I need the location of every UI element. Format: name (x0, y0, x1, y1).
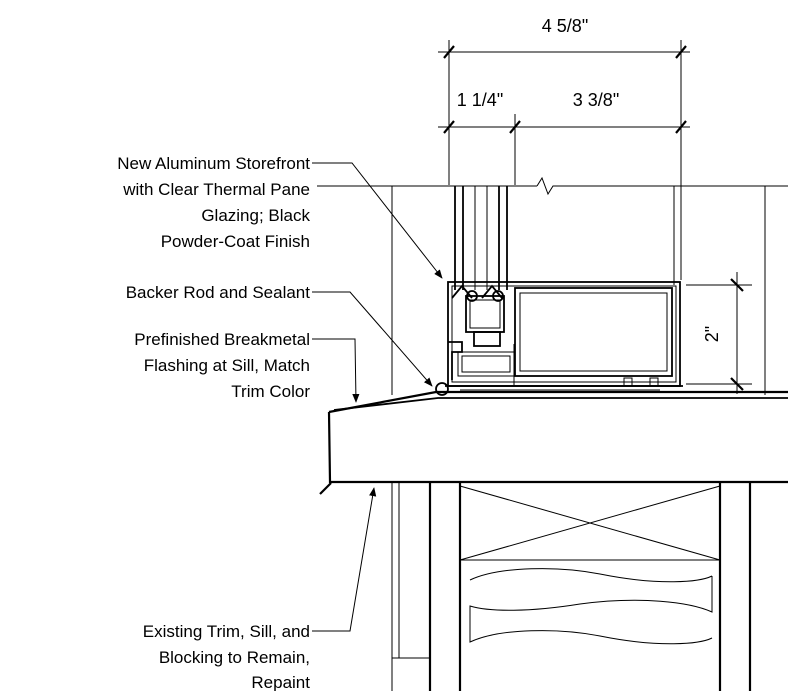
leader-backer-rod (312, 291, 433, 387)
extension-lines (448, 40, 682, 280)
dimension-overall-label: 4 5/8" (542, 16, 588, 36)
glazing-unit (454, 186, 508, 290)
note-storefront-line-1: New Aluminum Storefront (117, 154, 310, 173)
wall-framing (391, 482, 752, 691)
note-flashing-line-3: Trim Color (231, 382, 310, 401)
note-existing-line-3: Repaint (251, 673, 310, 691)
leader-existing (312, 487, 377, 632)
note-existing-line-1: Existing Trim, Sill, and (143, 622, 310, 641)
dimension-depth-label: 3 3/8" (573, 90, 619, 110)
note-existing: Existing Trim, Sill, and Blocking to Rem… (143, 622, 310, 691)
leader-flashing (312, 338, 360, 403)
note-existing-line-2: Blocking to Remain, (159, 648, 310, 667)
dimension-frame-label: 1 1/4" (457, 90, 503, 110)
dimension-frame-and-depth: 1 1/4" 3 3/8" (438, 90, 690, 134)
note-backer-rod-line-1: Backer Rod and Sealant (126, 283, 311, 302)
note-flashing: Prefinished Breakmetal Flashing at Sill,… (134, 330, 310, 401)
backer-rod (435, 382, 449, 396)
note-storefront-line-3: Glazing; Black (201, 206, 310, 225)
dimension-sill-height: 2" (686, 272, 752, 394)
dimension-sill-height-label: 2" (702, 326, 722, 342)
note-storefront: New Aluminum Storefront with Clear Therm… (117, 154, 310, 251)
wall-lines (317, 176, 788, 395)
note-flashing-line-2: Flashing at Sill, Match (144, 356, 310, 375)
dimension-overall: 4 5/8" (438, 16, 690, 59)
sill-and-flashing (319, 390, 788, 495)
leader-storefront (312, 162, 443, 279)
note-flashing-line-1: Prefinished Breakmetal (134, 330, 310, 349)
storefront-sill-frame (445, 281, 683, 391)
note-storefront-line-4: Powder-Coat Finish (161, 232, 310, 251)
note-storefront-line-2: with Clear Thermal Pane (122, 180, 310, 199)
note-backer-rod: Backer Rod and Sealant (126, 283, 311, 302)
